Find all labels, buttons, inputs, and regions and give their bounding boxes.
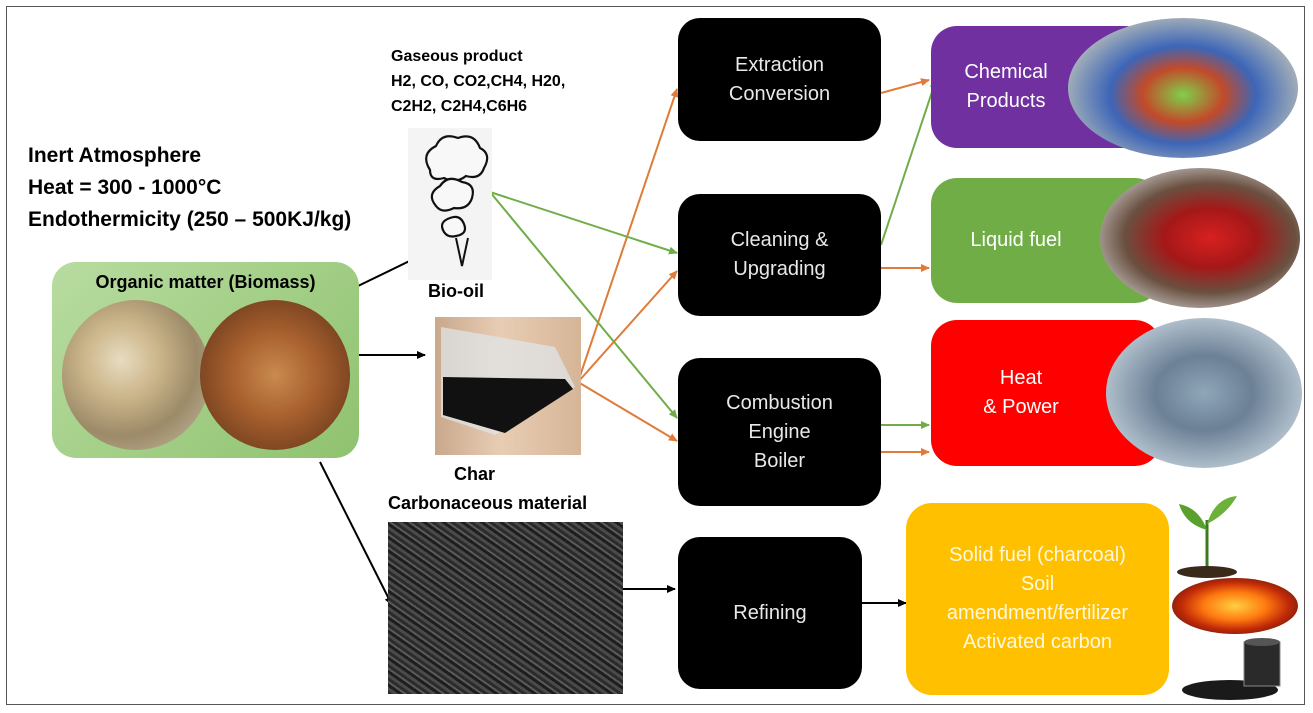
conditions-text: Inert Atmosphere Heat = 300 - 1000°C End… <box>28 140 351 236</box>
fuel-nozzle-photo <box>1100 168 1300 308</box>
burning-coal-photo <box>1172 578 1298 634</box>
arrow-extraction-to-chemical <box>880 78 930 94</box>
cleaning-line-2: Upgrading <box>733 258 826 280</box>
charcoal-pile-photo <box>388 522 623 694</box>
chemical-line-1: Chemical <box>964 61 1048 83</box>
activated-carbon-photo <box>1180 632 1290 700</box>
combustion-engine-boiler-box: Combustion Engine Boiler <box>678 358 881 506</box>
gas-line-2: H2, CO, CO2,CH4, H20, <box>391 73 566 90</box>
chemical-line-2: Products <box>966 90 1046 112</box>
solid-line-1: Solid fuel (charcoal) <box>949 544 1126 566</box>
combustion-line-3: Boiler <box>753 449 806 472</box>
extraction-conversion-box: Extraction Conversion <box>678 18 881 141</box>
arrow-gas-to-combustion <box>489 191 678 419</box>
biooil-label: Bio-oil <box>428 281 484 301</box>
seedling-photo <box>1172 490 1242 578</box>
gaseous-product-text: Gaseous product H2, CO, CO2,CH4, H20, C2… <box>391 44 565 119</box>
smoke-cloud-icon <box>408 128 492 280</box>
arrow-biomass-to-char <box>319 461 393 606</box>
solid-line-2: Soil <box>1020 573 1055 595</box>
carbonaceous-material-label: Carbonaceous material <box>388 493 588 513</box>
conditions-line-2: Heat = 300 - 1000°C <box>28 176 222 199</box>
biomass-box: Organic matter (Biomass) <box>52 262 359 458</box>
solid-line-3: amendment/fertilizer <box>946 602 1129 624</box>
liquid-line-1: Liquid fuel <box>970 229 1062 251</box>
solid-fuel-box: Solid fuel (charcoal) Soil amendment/fer… <box>906 503 1169 695</box>
combustion-line-2: Engine <box>748 420 811 443</box>
solid-line-4: Activated carbon <box>963 631 1112 653</box>
heat-line-1: Heat <box>999 367 1043 389</box>
gas-line-3: C2H2, C2H4,C6H6 <box>391 98 528 115</box>
char-label: Char <box>454 464 496 484</box>
combustion-line-1: Combustion <box>726 391 833 414</box>
diagram-frame <box>6 6 1305 705</box>
power-plant-photo <box>1106 318 1302 468</box>
conditions-line-3: Endothermicity (250 – 500KJ/kg) <box>28 208 352 231</box>
wood-chips-photo-dark <box>200 300 350 450</box>
extraction-line-1: Extraction <box>735 53 824 76</box>
arrow-biooil-to-cleaning <box>577 270 678 383</box>
lab-flasks-photo <box>1068 18 1298 158</box>
heat-line-2: & Power <box>983 396 1059 418</box>
wood-chips-photo-light <box>62 300 210 450</box>
arrow-gas-to-cleaning <box>489 191 678 255</box>
arrow-cleaning-to-chemical <box>880 79 938 246</box>
extraction-line-2: Conversion <box>728 82 831 105</box>
biomass-title: Organic matter (Biomass) <box>95 272 316 292</box>
gas-line-1: Gaseous product <box>391 48 523 65</box>
conditions-line-1: Inert Atmosphere <box>28 144 202 167</box>
refining-line-1: Refining <box>733 601 807 624</box>
arrow-biooil-to-extraction <box>577 88 679 383</box>
biooil-flask-photo <box>435 317 581 455</box>
arrow-biooil-to-combustion <box>577 381 678 442</box>
refining-box: Refining <box>678 537 862 689</box>
cleaning-upgrading-box: Cleaning & Upgrading <box>678 194 881 316</box>
cleaning-line-1: Cleaning & <box>730 229 829 251</box>
